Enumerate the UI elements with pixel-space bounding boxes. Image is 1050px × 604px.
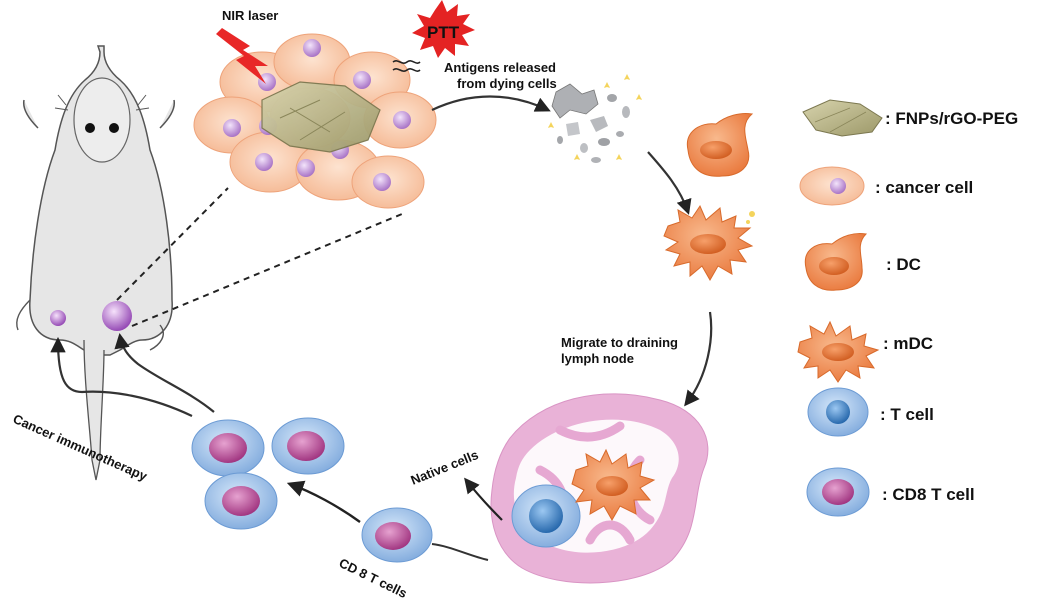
nir-laser-label: NIR laser [222, 8, 278, 23]
mature-dendritic-cell-icon [797, 320, 880, 383]
legend-label-cancer-cell: : cancer cell [875, 178, 973, 197]
heat-wave-icon [392, 60, 421, 72]
legend: : FNPs/rGO-PEG : cancer cell : DC : mDC … [797, 99, 1018, 517]
zoom-line-top [116, 187, 229, 301]
legend-label-mdc: : mDC [883, 334, 933, 353]
arrow-to-lymph-node [684, 311, 713, 407]
legend-label-fnps: : FNPs/rGO-PEG [885, 109, 1018, 128]
antigens-label-line2: from dying cells [457, 76, 557, 91]
ptt-burst-icon [412, 0, 475, 58]
cancer-cell-icon [799, 166, 865, 206]
arrow-native-cells [464, 477, 503, 521]
zoom-line-bottom [131, 213, 403, 327]
mouse-icon [16, 45, 176, 481]
migrate-label-line2: lymph node [561, 351, 634, 366]
nanosheet-icon [261, 81, 381, 153]
mature-dendritic-cell [663, 204, 755, 282]
legend-label-t-cell: : T cell [880, 405, 934, 424]
arrow-cd8-expansion [286, 480, 361, 523]
legend-label-cd8-t-cell: : CD8 T cell [882, 485, 975, 504]
immunotherapy-label: Cancer immunotherapy [11, 411, 150, 484]
migrate-label-line1: Migrate to draining [561, 335, 678, 350]
cd8-t-cell-cluster [191, 417, 345, 530]
small-tumor-icon [50, 310, 66, 326]
dendritic-cell-icon [804, 233, 868, 291]
tumor-cell-cluster [193, 33, 437, 209]
antigen-debris-icon [548, 74, 642, 163]
arrow-to-mdc [647, 151, 692, 215]
cd8-t-cell-icon [806, 467, 870, 517]
ptt-label: PTT [427, 23, 460, 42]
dendritic-cell [686, 113, 754, 177]
large-tumor-icon [102, 301, 132, 331]
t-cell-in-node [511, 484, 581, 548]
line-lymph-to-cd8 [431, 543, 489, 561]
fnps-rgo-peg-icon [802, 99, 883, 137]
arrow-to-large-tumor [114, 332, 215, 413]
mdc-in-node [571, 448, 656, 522]
arrow-to-small-tumor [50, 336, 193, 417]
legend-label-dc: : DC [886, 255, 921, 274]
antigens-label-line1: Antigens released [444, 60, 556, 75]
laser-bolt-icon [216, 28, 268, 84]
native-cells-label: Native cells [409, 447, 481, 488]
arrow-to-antigens [431, 95, 551, 112]
cd8-t-cell-single [361, 507, 433, 563]
t-cell-icon [807, 387, 869, 437]
